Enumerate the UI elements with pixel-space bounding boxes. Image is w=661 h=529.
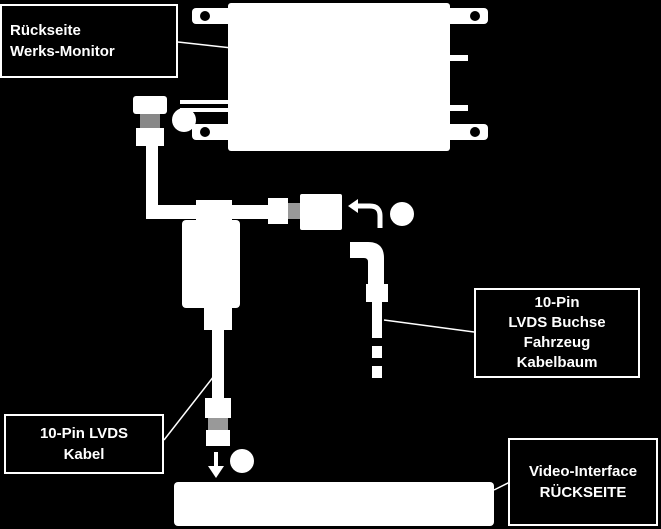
label-line: Kabel bbox=[63, 446, 105, 463]
leader-line-monitor bbox=[177, 41, 233, 49]
leader-line-cable bbox=[163, 375, 215, 441]
harness-sleeve bbox=[366, 284, 388, 302]
module-connector-head bbox=[206, 430, 230, 446]
harness-dash bbox=[372, 366, 382, 378]
monitor-connector bbox=[133, 96, 167, 146]
video-interface-rear bbox=[174, 482, 494, 526]
plug-sleeve bbox=[268, 198, 288, 224]
harness-cable bbox=[372, 302, 382, 338]
curved-arrow-head bbox=[348, 199, 358, 213]
leader-line-interface bbox=[493, 481, 511, 491]
vehicle-harness bbox=[350, 242, 388, 378]
circle-marker bbox=[230, 449, 254, 473]
mount-hole bbox=[200, 127, 210, 137]
mount-hole bbox=[200, 11, 210, 21]
monitor-rail bbox=[180, 108, 230, 112]
monitor-tab bbox=[438, 55, 468, 61]
circle-marker bbox=[172, 108, 196, 132]
factory-monitor-rear bbox=[180, 3, 488, 151]
label-line: 10-Pin LVDS bbox=[39, 425, 129, 442]
module-connector-pins bbox=[208, 418, 228, 430]
harness-elbow bbox=[350, 242, 384, 286]
monitor-body bbox=[228, 3, 450, 151]
module-body bbox=[182, 220, 240, 308]
label-monitor-back: Rückseite Werks-Monitor bbox=[0, 4, 178, 78]
down-arrow-shaft bbox=[214, 452, 218, 468]
mount-hole bbox=[470, 127, 480, 137]
interface-module bbox=[182, 220, 240, 446]
leader-line-socket bbox=[383, 319, 475, 333]
plug-housing bbox=[300, 194, 342, 230]
label-line: Rückseite bbox=[10, 22, 81, 39]
module-connector-sleeve bbox=[205, 398, 231, 418]
cable-path bbox=[146, 146, 276, 226]
down-arrow bbox=[208, 466, 224, 478]
module-cable bbox=[212, 330, 224, 402]
label-line: Werks-Monitor bbox=[10, 43, 115, 60]
label-line: RÜCKSEITE bbox=[539, 484, 627, 501]
label-line: Fahrzeug bbox=[523, 334, 591, 351]
module-sleeve bbox=[204, 308, 232, 330]
connector-pins bbox=[140, 114, 160, 128]
label-line: Video-Interface bbox=[528, 463, 638, 480]
label-lvds-cable: 10-Pin LVDS Kabel bbox=[4, 414, 164, 474]
monitor-rail bbox=[180, 100, 230, 104]
label-video-interface: Video-Interface RÜCKSEITE bbox=[508, 438, 658, 526]
connector-sleeve bbox=[136, 128, 164, 146]
label-line: LVDS Buchse bbox=[508, 314, 606, 331]
label-lvds-socket: 10-Pin LVDS Buchse Fahrzeug Kabelbaum bbox=[474, 288, 640, 378]
adapter-plug bbox=[268, 194, 342, 230]
circle-marker bbox=[390, 202, 414, 226]
cable-segment bbox=[146, 146, 158, 216]
label-line: 10-Pin bbox=[534, 294, 580, 311]
monitor-tab bbox=[438, 105, 468, 111]
connector-head bbox=[133, 96, 167, 114]
harness-dash bbox=[372, 346, 382, 358]
label-line: Kabelbaum bbox=[516, 354, 598, 371]
mount-hole bbox=[470, 11, 480, 21]
plug-wires bbox=[288, 203, 300, 219]
curved-arrow bbox=[356, 203, 383, 228]
